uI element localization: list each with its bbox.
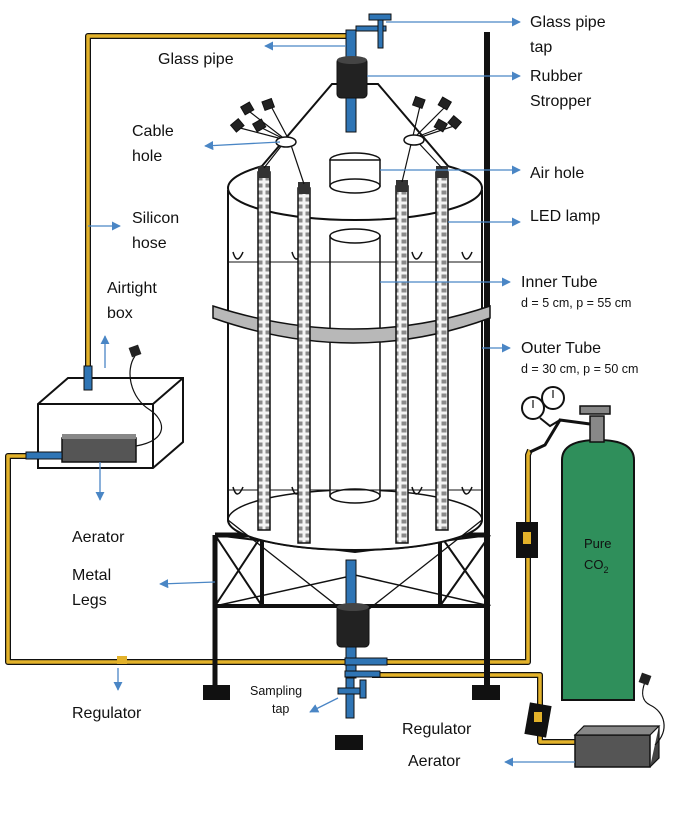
bottom-stopper-top bbox=[337, 603, 369, 611]
led-lamps bbox=[257, 166, 449, 544]
led-lamp-label: LED lamp bbox=[530, 208, 600, 225]
labels: Glass pipe tap Glass pipe Rubber Stroppe… bbox=[72, 14, 638, 770]
outer-tube-label: Outer Tube bbox=[521, 340, 601, 357]
airtight-box-label: Airtight bbox=[107, 280, 157, 297]
aerator-left bbox=[61, 437, 137, 463]
regulator-right-top-mark bbox=[523, 532, 531, 544]
cylinder-co2-label: CO2 bbox=[584, 557, 609, 575]
regulator-right-bottom-mark bbox=[534, 712, 542, 722]
pole-foot bbox=[472, 685, 500, 700]
leg-foot-center bbox=[335, 735, 363, 750]
support-pole bbox=[484, 32, 490, 687]
cable-hole-label: Cable bbox=[132, 123, 174, 140]
aerator-right bbox=[573, 725, 661, 768]
regulator-right-label: Regulator bbox=[402, 721, 472, 738]
box-pipe-top bbox=[83, 365, 93, 391]
airtight-box-label-2: box bbox=[107, 305, 133, 322]
metal-legs-label-2: Legs bbox=[72, 592, 107, 609]
cylinder-co2-subscript: 2 bbox=[604, 565, 609, 575]
inner-tube-label: Inner Tube bbox=[521, 274, 598, 291]
cylinder-pure-label: Pure bbox=[584, 536, 611, 551]
sampling-tap-label-2: tap bbox=[272, 702, 289, 716]
aerator-right-cable bbox=[642, 681, 665, 746]
air-hole-label: Air hole bbox=[530, 165, 584, 182]
silicon-hose-label-2: hose bbox=[132, 235, 167, 252]
aerator-left-label: Aerator bbox=[72, 529, 125, 546]
plug-icon bbox=[128, 344, 142, 358]
cable-hole-right bbox=[403, 134, 425, 146]
rubber-stopper-top bbox=[337, 56, 367, 64]
glass-pipe-tap-label: Glass pipe bbox=[530, 14, 606, 31]
co2-cylinder bbox=[521, 386, 635, 701]
aerator-right-label: Aerator bbox=[408, 753, 461, 770]
regulator-left-mark bbox=[117, 656, 127, 664]
box-pipe-left bbox=[25, 451, 63, 460]
rubber-stopper-label-2: Stropper bbox=[530, 93, 592, 110]
outer-tube-dims: d = 30 cm, p = 50 cm bbox=[521, 362, 638, 376]
aerator-left-cable bbox=[129, 355, 163, 447]
sampling-tap-label: Sampling bbox=[250, 684, 302, 698]
cable-hole-label-2: hole bbox=[132, 148, 162, 165]
inner-tube-dims: d = 5 cm, p = 55 cm bbox=[521, 296, 631, 310]
cylinder-co2-text: CO bbox=[584, 557, 604, 572]
metal-legs-label: Metal bbox=[72, 567, 111, 584]
aerator-left-top bbox=[62, 434, 136, 439]
regulator-left-label: Regulator bbox=[72, 705, 142, 722]
rubber-stopper-label: Rubber bbox=[530, 68, 583, 85]
bottom-stopper bbox=[336, 604, 370, 648]
glass-pipe-tap-label-2: tap bbox=[530, 39, 552, 56]
leg-foot-left bbox=[203, 685, 230, 700]
leader-arrows bbox=[88, 17, 575, 767]
silicon-hose-lines bbox=[5, 33, 575, 745]
inner-tube bbox=[329, 228, 381, 504]
air-hole bbox=[329, 178, 381, 194]
plug-icon bbox=[638, 672, 652, 686]
glass-pipe-label: Glass pipe bbox=[158, 51, 234, 68]
silicon-hose-label: Silicon bbox=[132, 210, 179, 227]
plug-icon bbox=[229, 95, 463, 133]
